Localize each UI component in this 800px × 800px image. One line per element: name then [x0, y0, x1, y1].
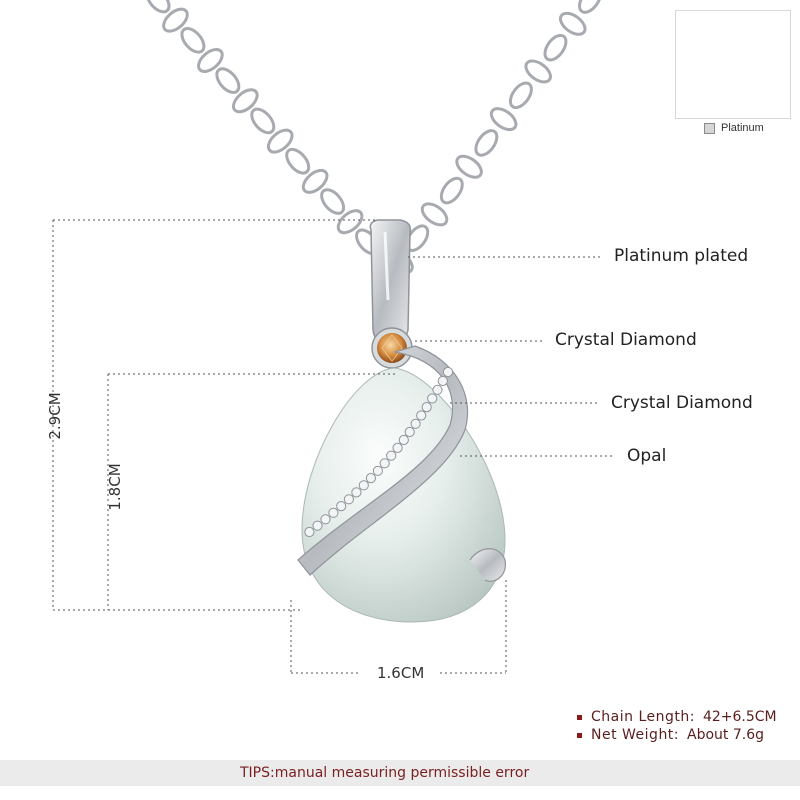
chain-link — [232, 88, 259, 114]
band-crystal — [343, 494, 354, 505]
callout-opal: Opal — [627, 446, 667, 466]
dimension-lines — [52, 219, 612, 675]
crystal-diamond-top — [371, 327, 413, 369]
callout-platinum-plated: Platinum plated — [614, 246, 749, 266]
chain-link — [439, 176, 464, 205]
chain-link — [301, 168, 329, 194]
spec-net-weight: Net Weight: About 7.6g — [577, 727, 764, 743]
chain-link — [250, 107, 276, 135]
chain-link — [420, 202, 449, 227]
callout-crystal-diamond-top: Crystal Diamond — [555, 330, 697, 350]
chain-link — [508, 81, 533, 110]
color-label: Platinum — [721, 122, 764, 134]
chain-link — [524, 59, 552, 84]
band-crystal — [379, 458, 390, 469]
chain-link — [180, 27, 206, 54]
color-swatch[interactable] — [704, 122, 715, 134]
band-crystal — [404, 426, 415, 438]
band-crystal — [398, 434, 409, 446]
band-crystal — [416, 410, 427, 421]
chain-link — [489, 107, 518, 132]
spec-value: 42+6.5CM — [702, 709, 777, 725]
band-crystal — [392, 442, 403, 453]
spec-value: About 7.6g — [687, 727, 765, 743]
band-crystal — [427, 393, 438, 404]
chain-link — [543, 33, 568, 62]
band-crystal — [386, 450, 397, 461]
chain-link — [285, 147, 311, 175]
spec-chain-length: Chain Length: 42+6.5CM — [577, 709, 777, 725]
crystal-band — [297, 345, 507, 582]
chain-link — [578, 0, 602, 14]
chain-link — [162, 7, 189, 33]
chain-link — [474, 129, 499, 157]
dimension-stone-width: 1.6CM — [377, 664, 425, 682]
chain-link — [145, 0, 171, 14]
dimension-stone-height: 1.8CM — [106, 463, 124, 511]
bail — [369, 219, 412, 346]
spec-key: Net Weight: — [591, 727, 680, 743]
chain-link — [197, 47, 224, 73]
band-crystal — [410, 418, 421, 429]
band-crystal — [358, 480, 369, 491]
dimension-total-height: 2.9CM — [46, 392, 64, 440]
band-crystal — [328, 507, 339, 518]
band-crystal — [320, 514, 331, 525]
chain-link — [558, 11, 587, 36]
band-crystal — [336, 501, 347, 512]
tips-bar: TIPS:manual measuring permissible error — [0, 760, 800, 786]
chain-link — [266, 128, 294, 154]
band-crystal — [312, 520, 323, 531]
bullet-icon — [577, 714, 582, 720]
chain-link — [215, 67, 241, 94]
bullet-icon — [577, 732, 582, 738]
color-option-platinum[interactable]: Platinum — [704, 122, 764, 134]
band-crystal — [365, 473, 376, 484]
tips-text: TIPS:manual measuring permissible error — [240, 765, 530, 781]
band-crystal — [437, 375, 448, 387]
band-crystal — [442, 366, 454, 378]
chain-link — [336, 209, 364, 235]
band-crystal — [421, 402, 432, 413]
callout-crystal-diamond-band: Crystal Diamond — [611, 393, 753, 413]
band-crystal — [304, 526, 315, 538]
band-crystal — [432, 384, 443, 395]
band-crystal — [351, 487, 362, 498]
spec-key: Chain Length: — [591, 709, 695, 725]
product-thumbnail[interactable] — [675, 10, 791, 119]
chain-link — [455, 154, 483, 179]
band-crystal — [372, 465, 383, 476]
chain-link — [320, 188, 346, 215]
